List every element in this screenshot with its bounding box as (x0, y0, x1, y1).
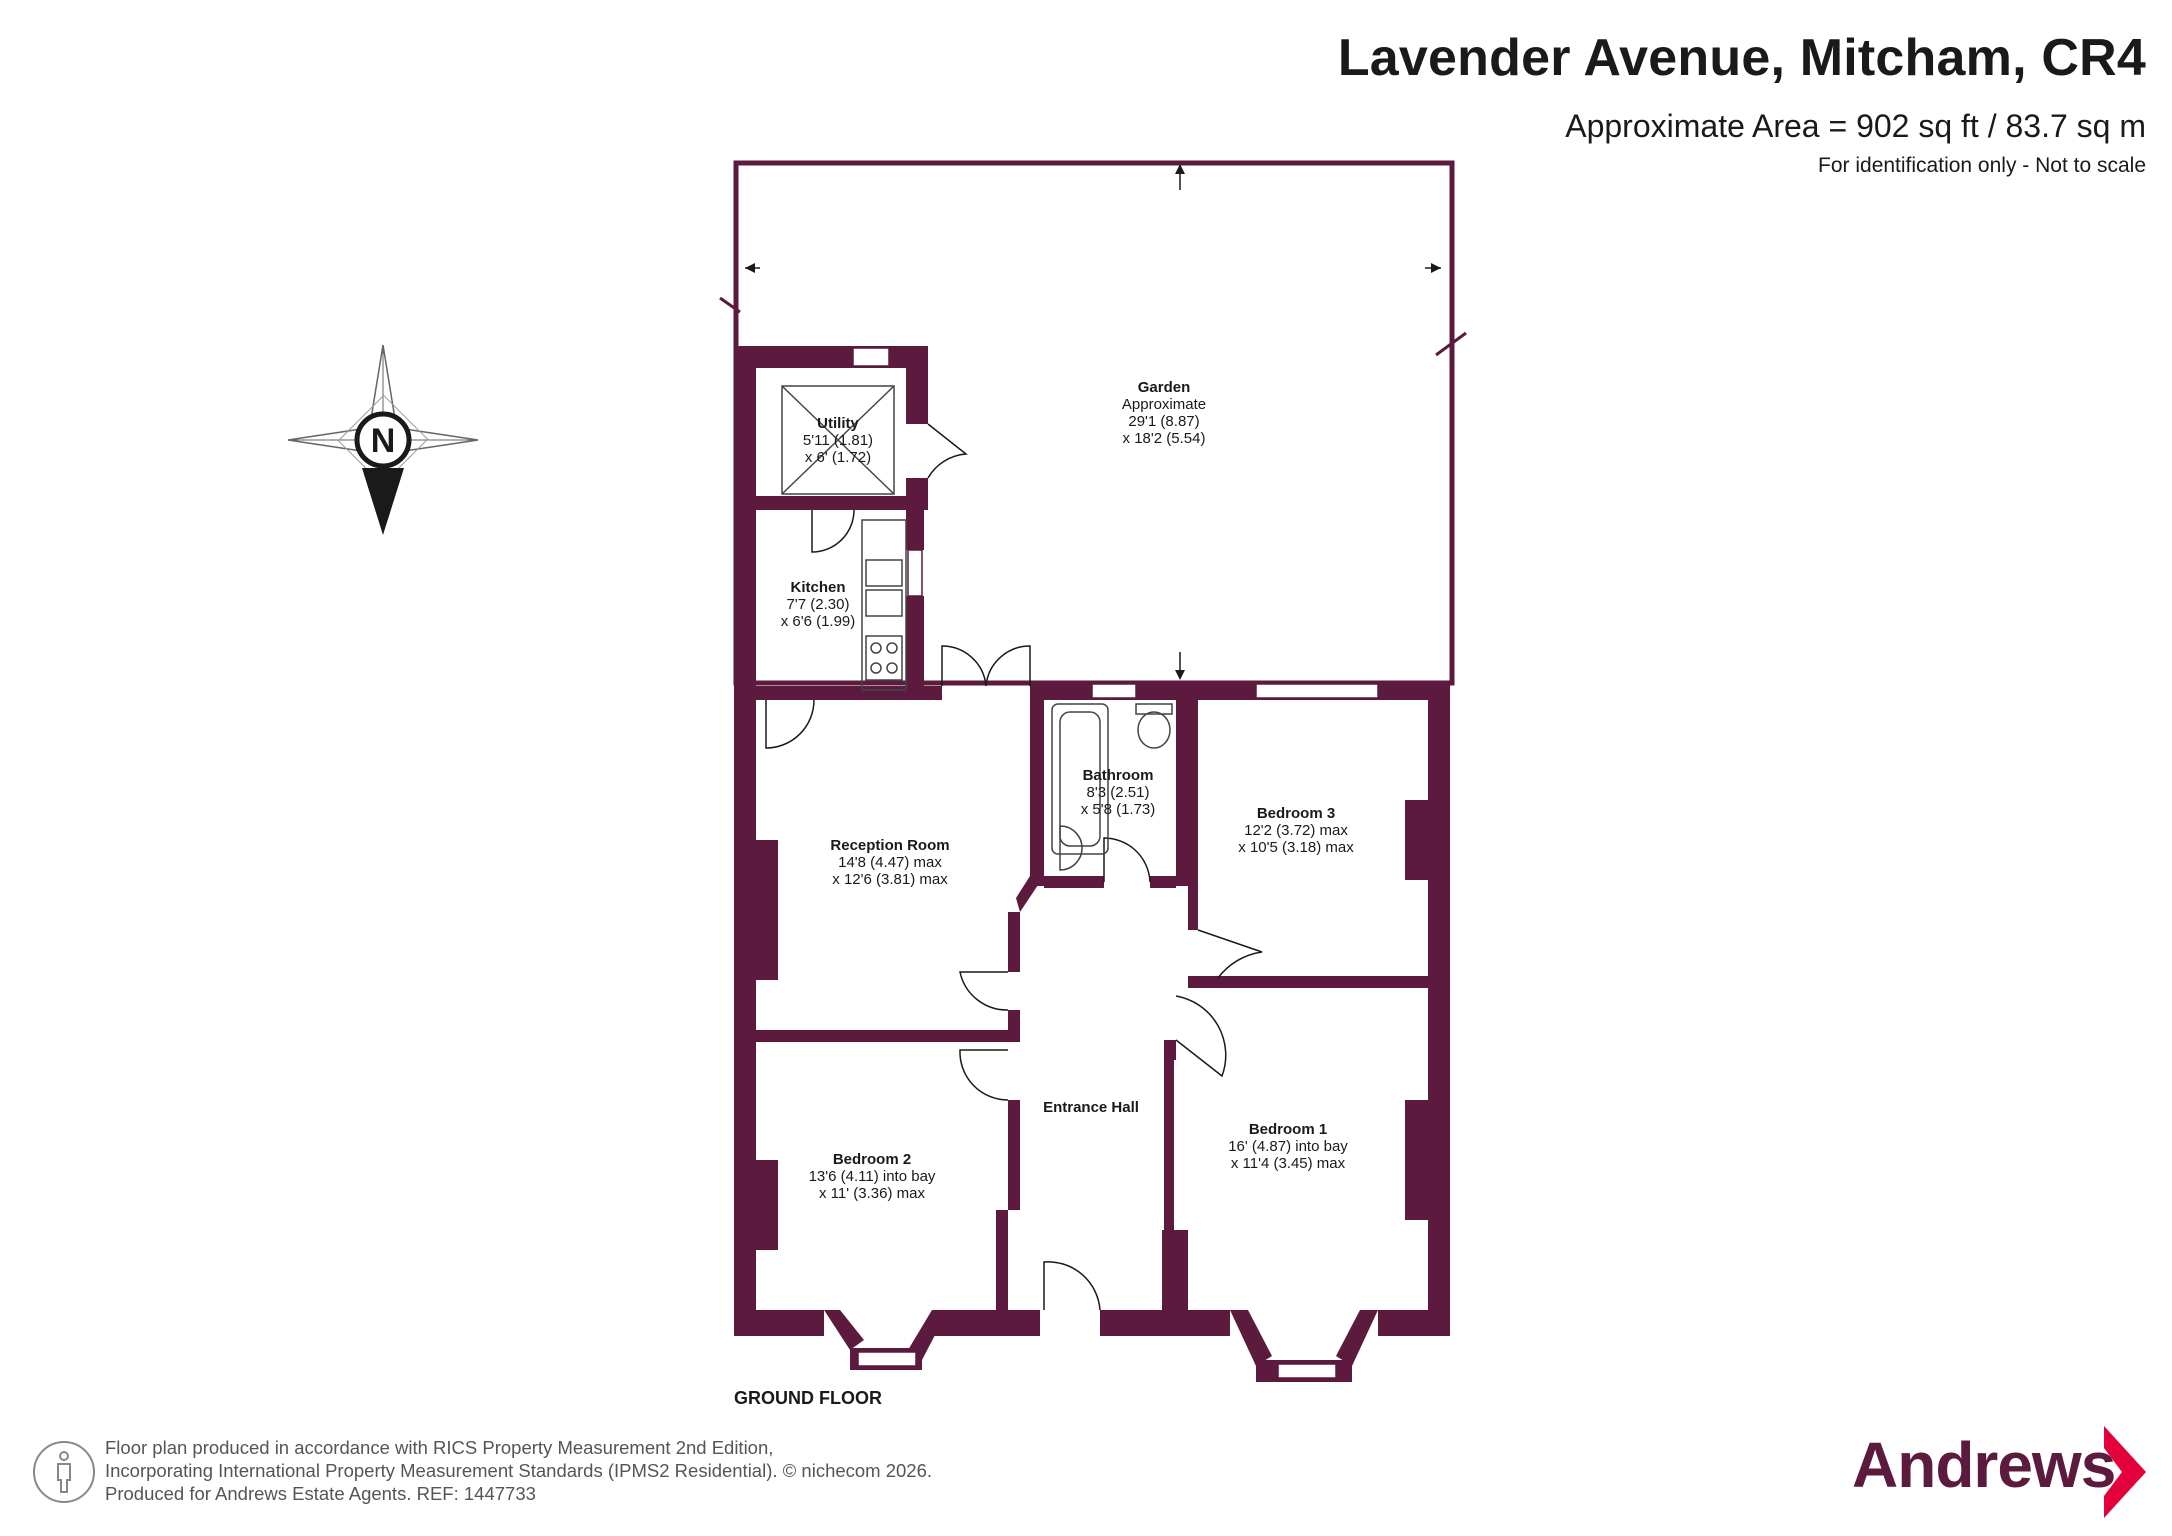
bedroom1-l2: x 11'4 (3.45) max (1231, 1155, 1346, 1172)
kitchen-l1: 7'7 (2.30) (787, 596, 850, 613)
garden-l2: 29'1 (8.87) (1128, 413, 1199, 430)
bath-icon (1051, 703, 1109, 855)
scale-note: For identification only - Not to scale (1818, 154, 2146, 177)
bedroom3-name: Bedroom 3 (1257, 805, 1335, 822)
kitchen-l2: x 6'6 (1.99) (781, 613, 856, 630)
bedroom3-l2: x 10'5 (3.18) max (1238, 839, 1354, 856)
toilet-icon (1137, 711, 1171, 749)
garden-name: Garden (1138, 379, 1191, 396)
sink-icon (865, 559, 903, 587)
footer-line-1: Floor plan produced in accordance with R… (105, 1437, 774, 1458)
windows (852, 347, 1379, 1379)
utility-l1: 5'11 (1.81) (803, 432, 873, 449)
bedroom1-l1: 16' (4.87) into bay (1228, 1138, 1348, 1155)
floor-label: GROUND FLOOR (734, 1388, 882, 1408)
reception-l1: 14'8 (4.47) max (838, 854, 942, 871)
compass-rose-icon: N (287, 344, 479, 535)
footer-line-2: Incorporating International Property Mea… (105, 1460, 933, 1481)
brand-logo: Andrews (1852, 1429, 2116, 1501)
doors (765, 423, 1263, 1311)
property-title: Lavender Avenue, Mitcham, CR4 (1337, 29, 2146, 87)
reception-name: Reception Room (830, 837, 949, 854)
bathroom-l2: x 5'8 (1.73) (1081, 801, 1156, 818)
bathroom-l1: 8'3 (2.51) (1087, 784, 1150, 801)
person-icon (33, 1441, 95, 1503)
footer-line-3: Produced for Andrews Estate Agents. REF:… (105, 1483, 536, 1504)
bedroom1-name: Bedroom 1 (1249, 1121, 1327, 1138)
garden-l3: x 18'2 (5.54) (1123, 430, 1206, 447)
hob-icon (865, 635, 903, 681)
garden-l1: Approximate (1122, 396, 1206, 413)
fixtures (781, 385, 1173, 871)
utility-l2: x 6' (1.72) (805, 449, 871, 466)
kitchen-name: Kitchen (790, 579, 845, 596)
bedroom2-name: Bedroom 2 (833, 1151, 911, 1168)
utility-name: Utility (817, 415, 859, 432)
bedroom2-l1: 13'6 (4.11) into bay (809, 1168, 936, 1185)
bedroom3-l1: 12'2 (3.72) max (1244, 822, 1348, 839)
footer-text: Floor plan produced in accordance with R… (105, 1436, 932, 1505)
basin-icon (1059, 825, 1083, 871)
compass-north-label: N (371, 422, 396, 460)
bedroom2-l2: x 11' (3.36) max (819, 1185, 925, 1202)
reception-l2: x 12'6 (3.81) max (832, 871, 948, 888)
approximate-area: Approximate Area = 902 sq ft / 83.7 sq m (1565, 108, 2146, 144)
chevron-right-icon (2104, 1426, 2146, 1518)
hall-name: Entrance Hall (1043, 1099, 1139, 1116)
bathroom-name: Bathroom (1083, 767, 1154, 784)
